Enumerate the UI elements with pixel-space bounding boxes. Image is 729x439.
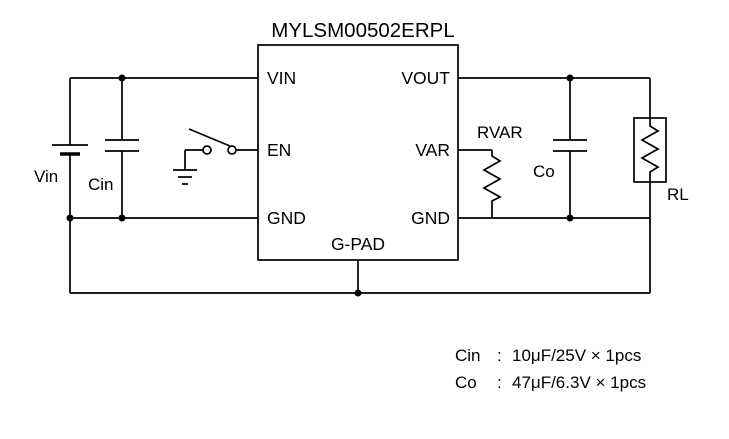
junction-dot bbox=[118, 74, 126, 82]
switch-contact-left bbox=[202, 145, 212, 155]
resistor-rvar-icon bbox=[458, 149, 502, 218]
label-rvar: RVAR bbox=[477, 123, 523, 142]
capacitor-cin-icon bbox=[105, 78, 139, 218]
label-co: Co bbox=[533, 162, 555, 181]
label-vin-source: Vin bbox=[34, 167, 58, 186]
junction-dot bbox=[354, 289, 362, 297]
junction-dot bbox=[566, 74, 574, 82]
pin-label-vout: VOUT bbox=[401, 68, 450, 88]
rvar-zigzag bbox=[482, 150, 502, 218]
pin-label-var: VAR bbox=[415, 140, 450, 160]
label-rl: RL bbox=[667, 185, 689, 204]
note-cin-name: Cin bbox=[455, 346, 481, 365]
ic-title: MYLSM00502ERPL bbox=[271, 19, 454, 42]
wiring bbox=[52, 77, 667, 294]
battery-icon bbox=[52, 78, 88, 218]
pin-label-gpad: G-PAD bbox=[331, 234, 385, 254]
pin-label-gnd-right: GND bbox=[411, 208, 450, 228]
junction-dot bbox=[118, 214, 126, 222]
switch-icon bbox=[184, 128, 258, 170]
pin-label-gnd-left: GND bbox=[267, 208, 306, 228]
junction-dot bbox=[66, 214, 74, 222]
notes-block: Cin : 10μF/25V × 1pcs Co : 47μF/6.3V × 1… bbox=[455, 346, 646, 392]
capacitor-co-icon bbox=[553, 78, 587, 218]
note-cin-value: 10μF/25V × 1pcs bbox=[512, 346, 641, 365]
switch-contact-right bbox=[227, 145, 237, 155]
note-cin-separator: : bbox=[497, 346, 502, 365]
note-co-separator: : bbox=[497, 373, 502, 392]
load-rl-icon bbox=[633, 117, 667, 183]
pin-label-en: EN bbox=[267, 140, 291, 160]
label-cin: Cin bbox=[88, 175, 114, 194]
junction-dots bbox=[66, 74, 574, 297]
note-co-value: 47μF/6.3V × 1pcs bbox=[512, 373, 646, 392]
junction-dot bbox=[566, 214, 574, 222]
rl-resistor-zigzag bbox=[640, 118, 660, 182]
switch-lever bbox=[188, 128, 231, 147]
ground-icon bbox=[173, 169, 197, 185]
ic-body bbox=[257, 44, 459, 261]
note-co-name: Co bbox=[455, 373, 477, 392]
pin-label-vin: VIN bbox=[267, 68, 296, 88]
